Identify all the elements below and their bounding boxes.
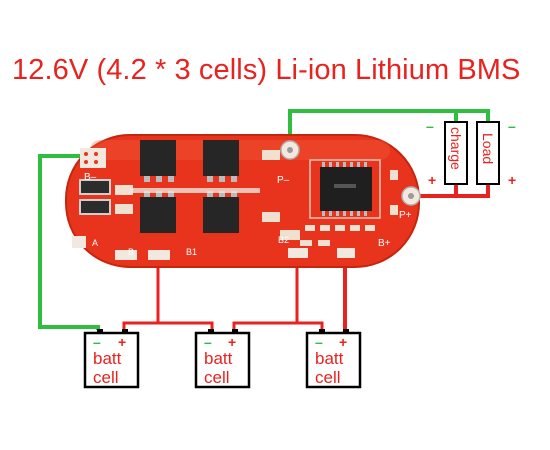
load-label: Load [480, 133, 496, 164]
label-p-minus: P– [277, 175, 290, 186]
wire-p-plus [411, 184, 490, 198]
component [262, 212, 280, 222]
mosfet-2 [203, 140, 239, 182]
charge-terminal: charge [444, 121, 468, 185]
wire-p-minus [288, 109, 490, 150]
pad-dot [84, 160, 88, 164]
component [262, 150, 280, 160]
resistor [79, 199, 111, 215]
wire-b-minus [38, 154, 100, 330]
label-p-plus: P+ [399, 210, 412, 221]
load-minus-sign: – [508, 118, 516, 134]
protection-ic [309, 159, 381, 219]
cell-3-label-line2: cell [315, 368, 341, 387]
load-terminal: Load [476, 121, 500, 185]
board-sheen [90, 140, 390, 160]
wire-b2 [232, 255, 299, 330]
cell-3-plus: + [339, 334, 347, 350]
component-strip [130, 188, 260, 193]
pad-b1 [148, 250, 170, 260]
pad-dot [94, 152, 98, 156]
pad-p-minus-hole [287, 147, 293, 153]
pad-dot [84, 152, 88, 156]
cell-3-label-line1: batt [315, 349, 344, 368]
wire-b2-to-cell3 [297, 321, 324, 330]
pad-b-minus [80, 148, 106, 168]
cell-3-minus: – [315, 334, 323, 350]
cell-1-label-line2: cell [93, 368, 119, 387]
smd-components [300, 170, 398, 246]
pad-p-plus-hole [408, 193, 414, 199]
pad-a [72, 236, 86, 248]
resistor [115, 204, 133, 214]
label-a: A [92, 238, 98, 248]
mosfet-3 [140, 191, 176, 233]
pad-b-plus [337, 248, 355, 258]
label-b-plus: B+ [378, 238, 391, 249]
battery-cell-1: – + batt cell [83, 329, 140, 389]
label-b: B [128, 247, 134, 257]
mosfet-1 [140, 140, 176, 182]
cell-1-label-line1: batt [93, 349, 122, 368]
resistor [79, 179, 111, 195]
wire-b1-to-cell2 [158, 321, 214, 330]
mosfet-4 [203, 191, 239, 233]
cell-1-minus: – [93, 334, 101, 350]
pad-dot [94, 160, 98, 164]
cell-1-plus: + [118, 334, 126, 350]
label-b-minus: B– [84, 172, 97, 183]
cell-2-minus: – [204, 334, 212, 350]
charge-label: charge [448, 127, 464, 170]
resistor [115, 185, 133, 195]
component [280, 230, 300, 240]
cell-2-label-line1: batt [204, 349, 233, 368]
wire-b1 [122, 255, 160, 330]
cell-2-plus: + [228, 334, 236, 350]
label-b1: B1 [186, 247, 197, 257]
diagram-title: 12.6V (4.2 * 3 cells) Li-ion Lithium BMS [12, 54, 521, 86]
pad-b2 [288, 248, 308, 258]
pad-b [115, 250, 137, 260]
battery-cell-2: – + batt cell [194, 329, 251, 389]
charge-minus-sign: – [426, 118, 434, 134]
label-b2: B2 [278, 235, 289, 245]
bms-board: B– A B B1 B2 B+ P– P+ [65, 134, 421, 268]
cell-2-label-line2: cell [204, 368, 230, 387]
load-plus-sign: + [508, 172, 516, 188]
battery-cell-3: – + batt cell [305, 329, 362, 389]
charge-plus-sign: + [428, 172, 436, 188]
